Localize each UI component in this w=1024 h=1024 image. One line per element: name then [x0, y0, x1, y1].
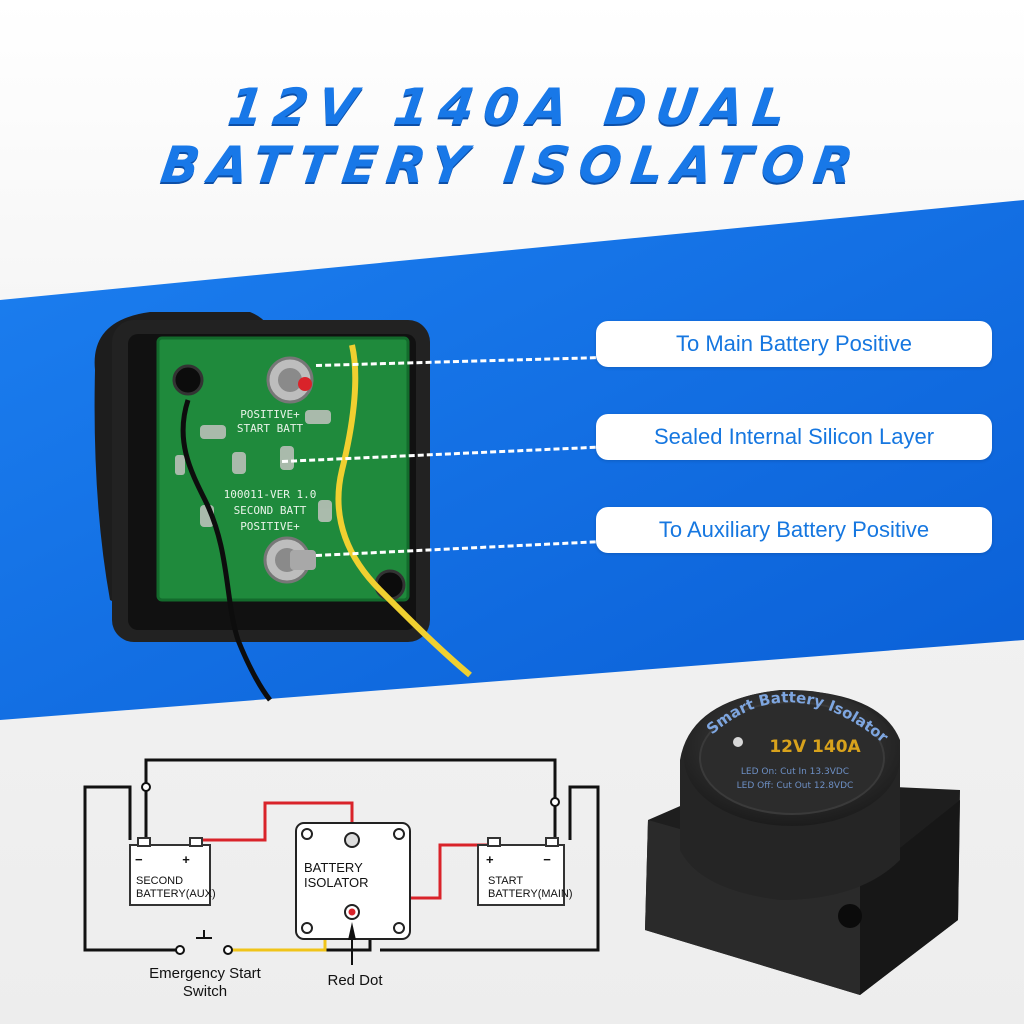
- product-led-on-text: LED On: Cut In 13.3VDC: [741, 767, 849, 777]
- product-rating-text: 12V 140A: [769, 737, 861, 757]
- emergency-switch-label: Emergency Start Switch: [149, 965, 261, 1000]
- start-battery-minus: −: [543, 852, 551, 867]
- board-text-second-batt: SECOND BATT: [234, 504, 307, 517]
- diagram-red-dot: [348, 908, 356, 916]
- board-text-version: 100011-VER 1.0: [224, 488, 317, 501]
- start-battery-plus: +: [486, 852, 494, 867]
- start-battery-label: START BATTERY(MAIN): [488, 875, 573, 900]
- solder-pads: [175, 410, 332, 527]
- board-text-start-batt: START BATT: [237, 422, 304, 435]
- board-text-positive: POSITIVE+: [240, 408, 300, 421]
- callout-silicon-layer: Sealed Internal Silicon Layer: [596, 414, 992, 460]
- callout-aux-battery: To Auxiliary Battery Positive: [596, 507, 992, 553]
- second-battery-plus: +: [182, 852, 190, 867]
- led-indicator: [733, 737, 743, 747]
- board-text-positive2: POSITIVE+: [240, 520, 300, 533]
- red-dot-label: Red Dot: [327, 972, 383, 989]
- product-led-off-text: LED Off: Cut Out 12.8VDC: [737, 781, 854, 791]
- second-battery-minus: −: [135, 852, 143, 867]
- black-wire: [180, 399, 272, 702]
- red-dot: [298, 377, 312, 391]
- second-battery-box: [129, 844, 211, 906]
- yellow-wire: [335, 344, 472, 678]
- second-battery-label: SECOND BATTERY(AUX): [136, 875, 216, 900]
- start-battery-box: [477, 844, 565, 906]
- isolator-label: BATTERY ISOLATOR: [304, 860, 369, 890]
- callout-main-battery: To Main Battery Positive: [596, 321, 992, 367]
